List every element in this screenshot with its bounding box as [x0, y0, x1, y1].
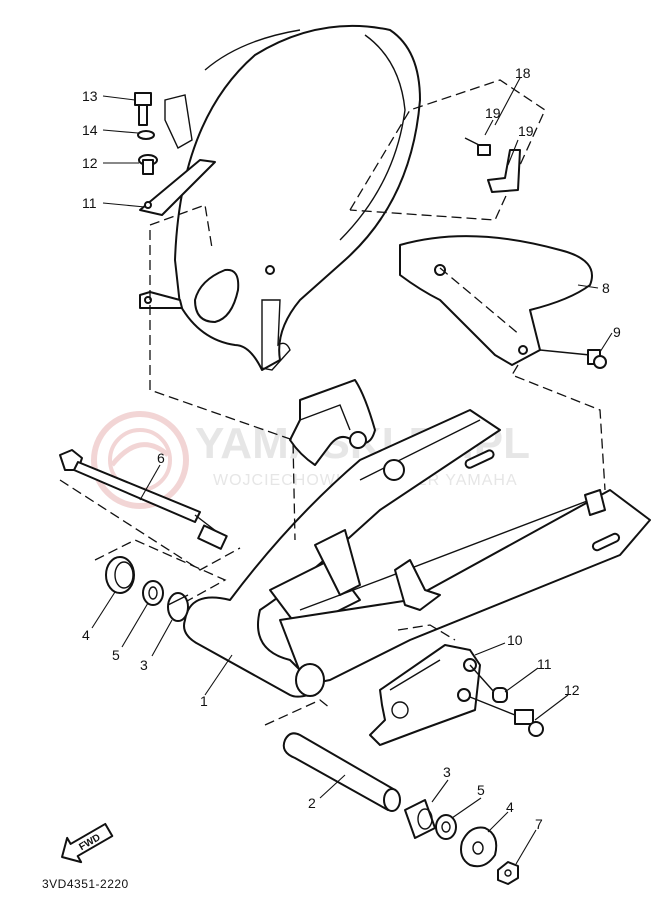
callout-16: 14	[82, 122, 98, 138]
callout-19: 19	[485, 105, 501, 121]
rear-fender	[174, 24, 421, 371]
callout-5b: 5	[477, 782, 485, 798]
collar-11-icon	[469, 664, 508, 703]
washer-5a-icon	[142, 580, 164, 606]
right-pivot-parts	[404, 799, 519, 885]
callout-15: 13	[82, 88, 98, 104]
callout-2: 2	[308, 795, 316, 811]
fender-side-bracket	[139, 204, 213, 309]
nut-7-icon	[497, 861, 519, 885]
callout-1: 1	[200, 693, 208, 709]
bolt-9-icon	[539, 349, 607, 369]
callout-labels: 13 14 12 11 18 19 19 8 9 6 10 11 12 4 5 …	[82, 65, 621, 832]
diagram-code: 3VD4351-2220	[42, 877, 129, 891]
callout-14: 12	[82, 155, 98, 171]
callout-3a: 3	[140, 657, 148, 673]
callout-11: 11	[537, 656, 552, 672]
left-pivot-parts	[94, 539, 325, 697]
washer-5b-icon	[435, 814, 457, 840]
chain-guard	[289, 235, 593, 466]
leader-lines	[91, 77, 613, 865]
pivot-shaft-2	[264, 699, 401, 812]
clip-18-icon	[487, 149, 521, 193]
bushing-3b-icon	[404, 799, 436, 839]
dust-cover-4b-icon	[460, 826, 498, 868]
chain-guard-fasteners	[349, 79, 546, 221]
callout-12: 12	[564, 682, 580, 698]
callout-13: 11	[82, 195, 97, 211]
washer-16-icon	[137, 130, 155, 140]
dust-cover-4a-icon	[105, 556, 135, 594]
callout-7: 7	[535, 816, 543, 832]
collar-14-icon	[138, 154, 158, 175]
callout-8: 8	[602, 280, 610, 296]
clip-hardware	[134, 92, 216, 216]
rivet-19-icon	[464, 137, 491, 156]
callout-4b: 4	[506, 799, 514, 815]
callout-17: 18	[515, 65, 531, 81]
callout-5a: 5	[112, 647, 120, 663]
bolt-15-icon	[134, 92, 152, 126]
chain-puller-bracket	[369, 624, 544, 746]
reference-lines	[149, 267, 606, 541]
pivot-shaft-6	[59, 449, 241, 571]
callout-10: 10	[507, 632, 523, 648]
callout-4a: 4	[82, 627, 90, 643]
callout-18: 19	[518, 123, 534, 139]
shock-mount-bracket	[314, 529, 441, 611]
callout-6: 6	[157, 450, 165, 466]
swingarm-body	[183, 409, 651, 698]
bolt-12-icon	[469, 696, 544, 737]
callout-3b: 3	[443, 764, 451, 780]
forward-arrow-icon: FWD	[61, 822, 114, 864]
callout-9: 9	[613, 324, 621, 340]
bushing-3a-icon	[167, 592, 189, 622]
